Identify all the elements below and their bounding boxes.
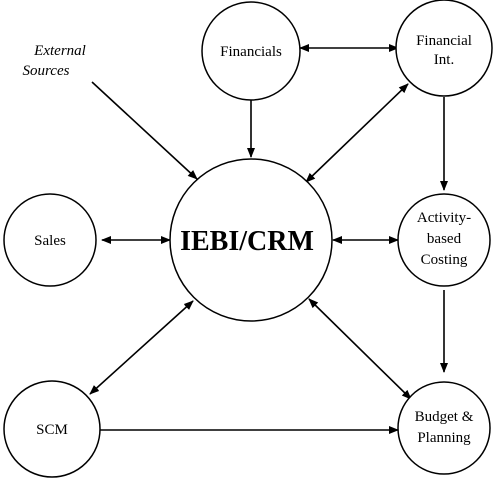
node-center-label: IEBI/CRM (180, 226, 314, 257)
node-financials-label: Financials (220, 44, 282, 60)
node-sales-circle (3, 193, 97, 287)
node-activity-costing-circle (397, 193, 491, 287)
node-financials-circle (201, 1, 301, 101)
node-budget-planning: Budget & Planning (397, 381, 491, 475)
external-sources: External Sources (23, 43, 86, 79)
node-financials: Financials (201, 1, 301, 101)
node-sales-label: Sales (34, 233, 66, 249)
node-financial-int-line2: Int. (434, 52, 454, 68)
node-activity-costing-line1: Activity- (417, 210, 471, 226)
external-sources-line1: External (33, 43, 86, 59)
edge-external-center (91, 81, 198, 180)
node-financial-int: Financial Int. (395, 0, 493, 97)
node-activity-costing: Activity- based Costing (397, 193, 491, 287)
node-budget-planning-circle (397, 381, 491, 475)
edge-center-budget (308, 298, 412, 400)
node-scm-label: SCM (36, 422, 68, 438)
node-sales: Sales (3, 193, 97, 287)
node-budget-planning-line1: Budget & (415, 409, 474, 425)
node-financial-int-line1: Financial (416, 33, 472, 49)
node-financial-int-circle (395, 0, 493, 97)
edge-center-scm (89, 300, 194, 395)
node-center-circle (169, 158, 333, 322)
node-activity-costing-line3: Costing (421, 252, 468, 268)
node-center: IEBI/CRM (169, 158, 333, 322)
node-budget-planning-line2: Planning (417, 430, 471, 446)
edges (89, 44, 448, 434)
external-sources-line2: Sources (23, 63, 70, 79)
node-scm-circle (3, 380, 101, 478)
node-scm: SCM (3, 380, 101, 478)
edge-financialint-center (305, 83, 409, 183)
node-activity-costing-line2: based (427, 231, 462, 247)
